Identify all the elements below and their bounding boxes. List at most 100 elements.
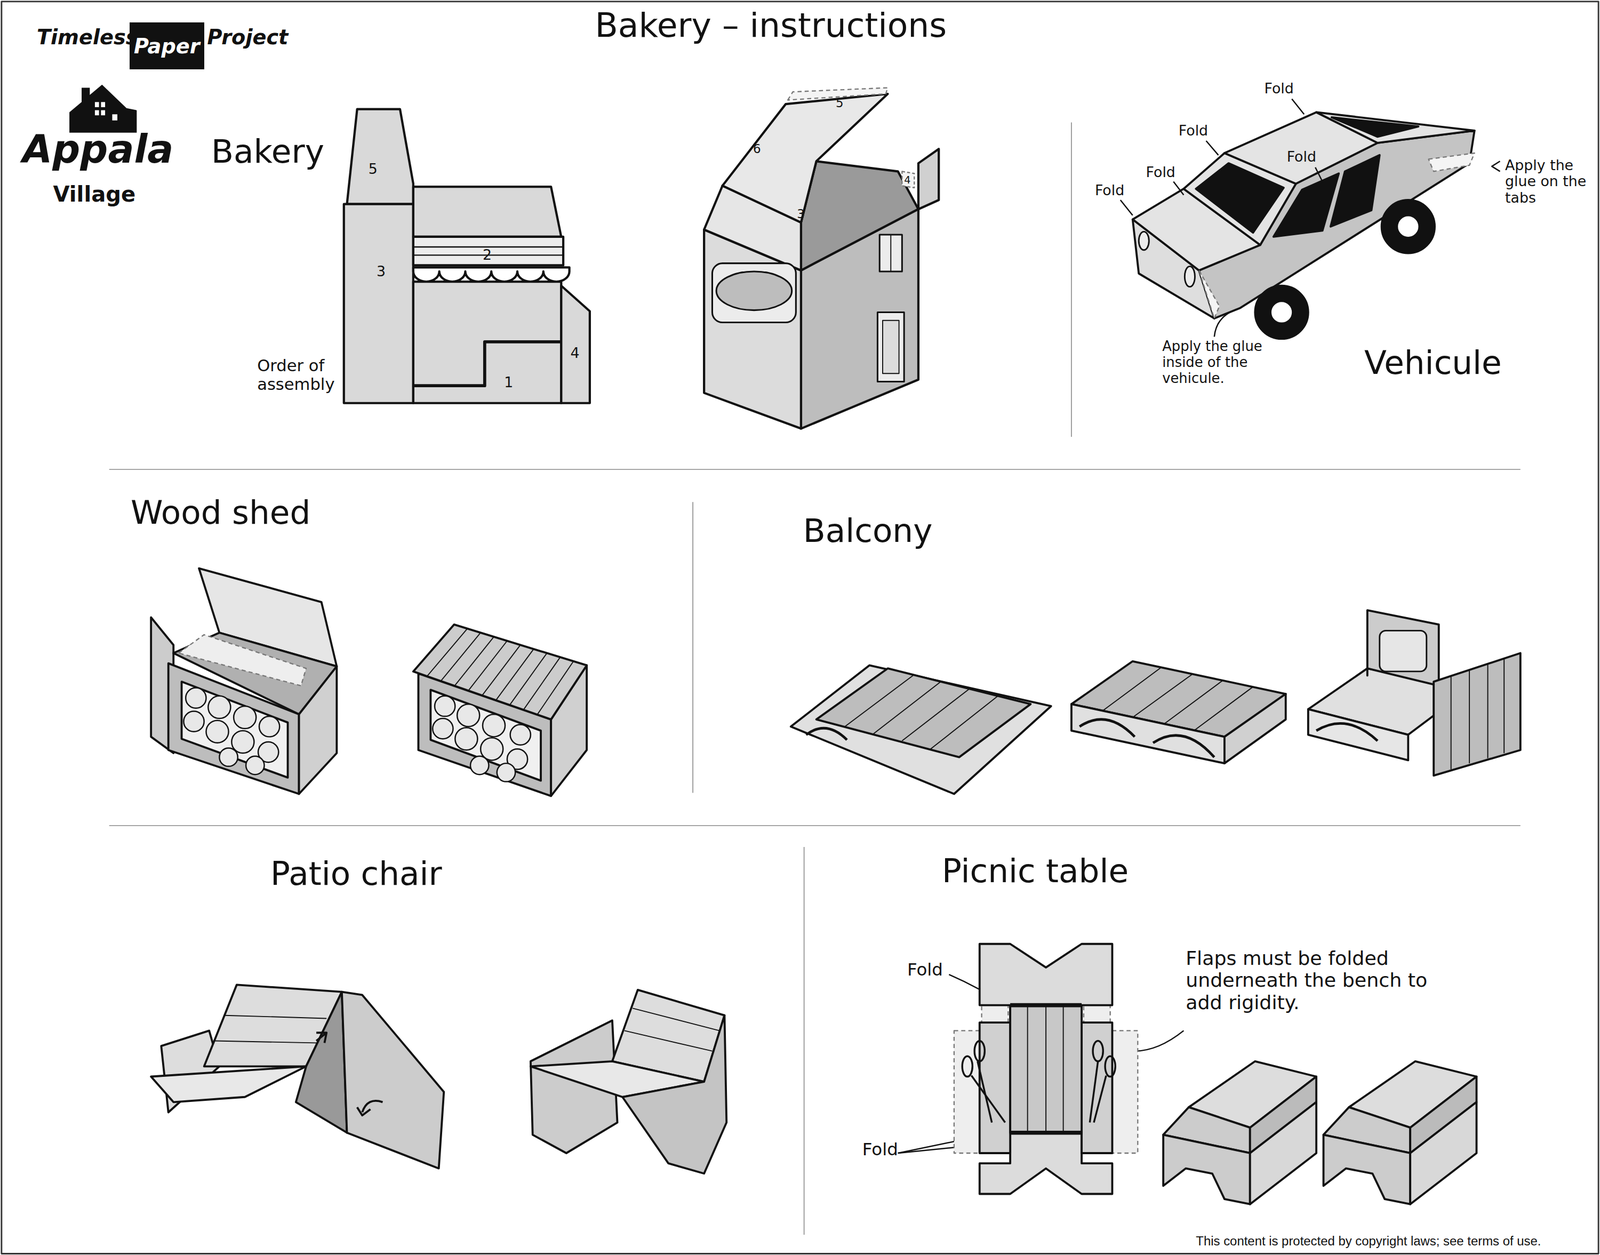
balcony-drawing <box>1367 610 1439 686</box>
wood-shed-drawing <box>434 696 455 717</box>
wood-shed-drawing <box>168 663 300 795</box>
leader-line <box>1134 1030 1184 1051</box>
callout-number: 4 <box>570 345 580 362</box>
wood-shed-drawing <box>259 716 280 737</box>
picnic-table-drawing <box>954 944 1477 1205</box>
picnic-table-drawing <box>962 1041 1116 1123</box>
wood-shed-drawing <box>457 704 480 727</box>
balcony-drawing <box>1487 663 1489 759</box>
wood-shed-drawing <box>454 727 478 750</box>
balcony-drawing <box>1224 693 1286 764</box>
patio-chair-drawing <box>624 1030 713 1051</box>
wood-shed-drawing <box>183 688 280 775</box>
vehicle-drawing <box>1331 117 1419 137</box>
house-logo <box>69 84 137 133</box>
leader-line <box>1173 181 1184 196</box>
picnic-table-drawing <box>1105 1056 1116 1077</box>
leader-line <box>1315 167 1323 182</box>
balcony-drawing <box>844 674 915 727</box>
section-heading: Balcony <box>803 512 933 550</box>
wood-shed-drawing <box>537 661 574 715</box>
callout-number: 5 <box>835 96 844 110</box>
picnic-table-drawing <box>977 1061 992 1123</box>
patio-chair-drawing <box>622 1015 727 1174</box>
leader-line <box>1291 99 1304 115</box>
logo-text: Village <box>52 181 136 207</box>
balcony-drawing <box>1451 658 1504 770</box>
wood-shed-drawing <box>245 756 264 775</box>
patio-chair-drawing <box>316 1032 327 1043</box>
fold-label: Fold <box>1286 148 1317 166</box>
picnic-table-drawing <box>962 1056 973 1077</box>
bakery-3d-view <box>704 88 939 429</box>
callout-number: 6 <box>753 141 762 156</box>
house-logo <box>112 114 118 120</box>
bakery-3d-view <box>879 234 902 272</box>
separator-line <box>109 825 1521 827</box>
picnic-table-drawing <box>1092 1041 1103 1062</box>
patio-chair-drawing <box>150 1066 307 1102</box>
bakery-3d-view <box>712 263 796 323</box>
wood-shed-drawing <box>427 628 574 715</box>
wood-shed-drawing <box>427 628 468 677</box>
bakery-3d-view <box>801 209 919 429</box>
house-logo <box>100 110 106 116</box>
separator-line <box>109 122 1521 1235</box>
fold-label: Fold <box>1264 80 1294 98</box>
wood-shed-drawing <box>523 657 561 710</box>
wood-shed-drawing <box>299 666 338 794</box>
page-title: Bakery – instructions <box>594 5 947 45</box>
picnic-table-drawing <box>1045 1005 1047 1133</box>
picnic-table-3d <box>1163 1134 1251 1205</box>
note-text: Apply the glue on the tabs <box>1505 157 1589 207</box>
bakery-flat-plan <box>347 109 414 205</box>
leader-line <box>1214 309 1237 338</box>
wood-shed-drawing <box>470 756 489 775</box>
vehicle-drawing <box>1138 231 1149 250</box>
fold-label: Fold <box>1178 122 1208 140</box>
wood-shed-drawing <box>181 681 288 778</box>
balcony-drawing <box>1079 719 1215 758</box>
balcony-drawing <box>1101 667 1162 711</box>
vehicle-drawing <box>1184 266 1195 287</box>
wood-shed-drawing <box>233 706 256 729</box>
separator-line <box>692 501 694 793</box>
patio-chair-drawing <box>150 984 727 1174</box>
wood-shed-drawing <box>441 632 482 682</box>
picnic-table-drawing <box>1112 1030 1138 1154</box>
house-logo <box>100 101 106 108</box>
callout-number: 3 <box>376 263 386 280</box>
section-heading: Wood shed <box>130 493 311 532</box>
balcony-drawing <box>790 610 1521 794</box>
balcony-drawing <box>816 668 1031 757</box>
wood-shed-drawing <box>468 641 508 691</box>
vehicle-drawing <box>1198 270 1220 319</box>
note-text: Flaps must be folded underneath the benc… <box>1185 947 1431 1014</box>
wood-shed-drawing <box>496 649 534 701</box>
wood-shed-drawing <box>432 718 453 739</box>
fold-label: Fold <box>1094 182 1125 199</box>
picnic-table-drawing <box>1010 1005 1082 1133</box>
logo-box: Paper <box>129 22 205 70</box>
bakery-flat-plan <box>344 109 590 404</box>
bakery-flat-plan <box>344 204 414 404</box>
picnic-table-drawing <box>1027 1005 1064 1133</box>
picnic-table-drawing <box>971 1075 1005 1123</box>
picnic-table-drawing <box>1093 1075 1107 1123</box>
logo-text: Paper <box>133 34 200 59</box>
picnic-table-drawing <box>979 944 1113 1195</box>
vehicle-drawing <box>1270 300 1293 324</box>
section-heading: Patio chair <box>270 854 443 893</box>
callout-number: 2 <box>482 246 492 264</box>
note-text: Apply the glue inside of the vehicule. <box>1162 338 1293 387</box>
balcony-drawing <box>1163 680 1223 725</box>
wood-shed-drawing <box>413 624 587 720</box>
bakery-flat-plan <box>561 285 590 404</box>
patio-chair-drawing <box>224 1015 327 1019</box>
bakery-3d-view <box>882 320 900 374</box>
logo-text: Appala <box>22 127 174 173</box>
picnic-table-drawing <box>954 1030 980 1154</box>
